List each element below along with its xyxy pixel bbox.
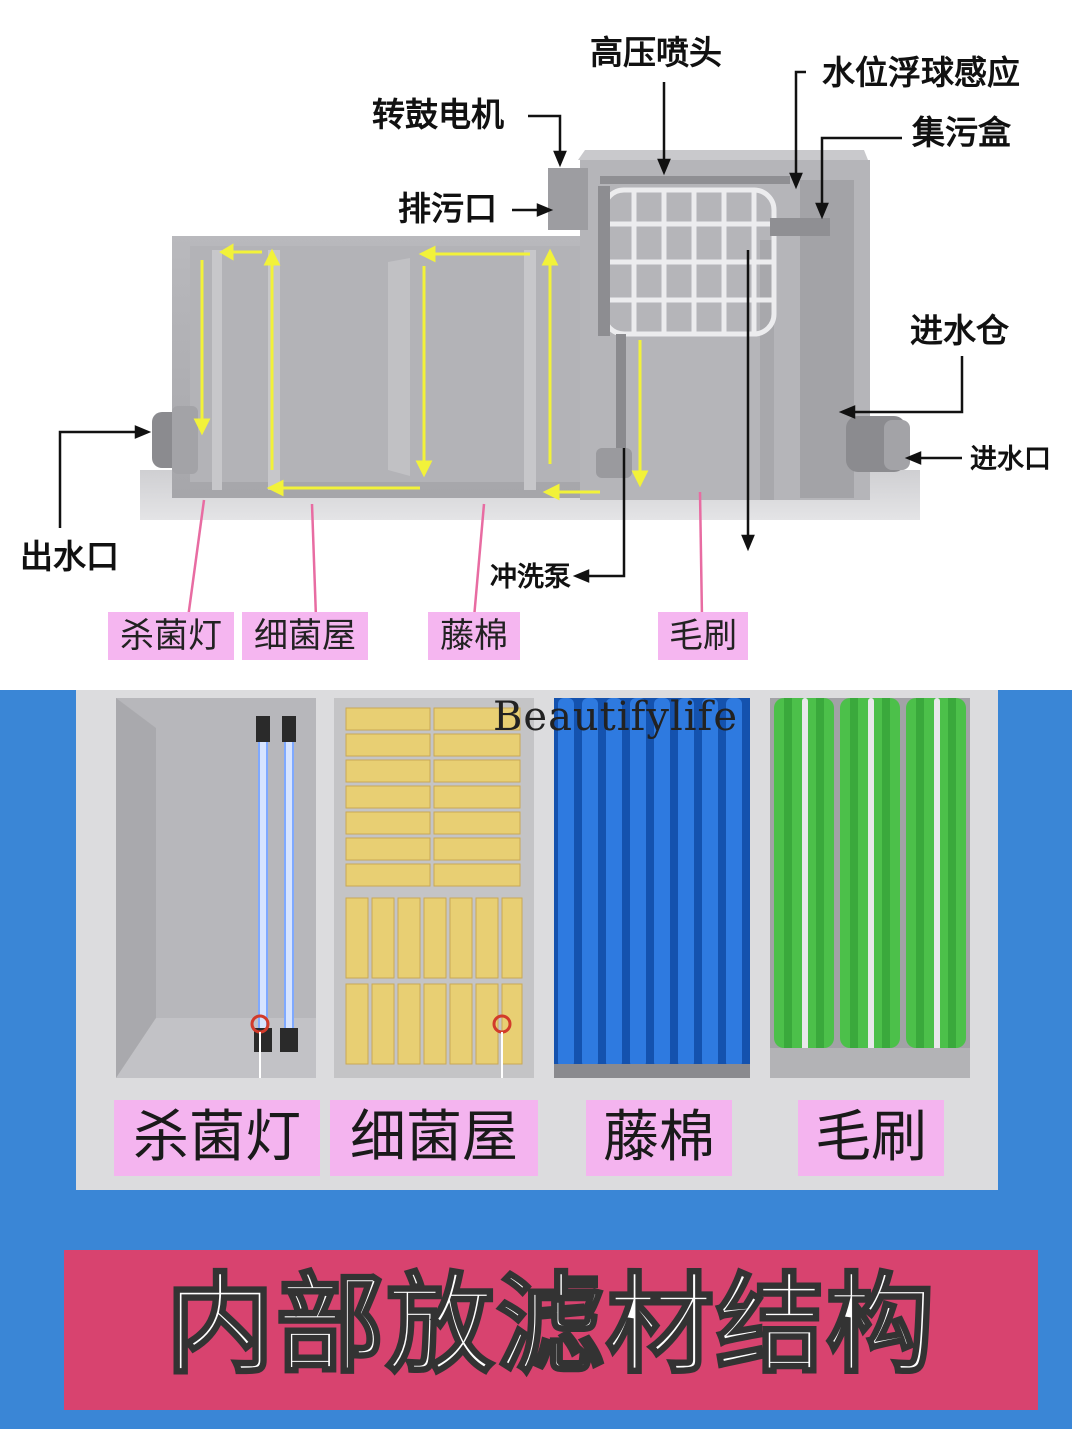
media-label-uv-lamp: 杀菌灯 [114,1100,320,1176]
rotating-drum [598,186,777,337]
label-high-pressure-nozzle: 高压喷头 [590,33,722,72]
brush-illustration [770,698,970,1078]
bacteria-house-compartment [334,698,534,1078]
label-water-outlet: 出水口 [20,537,119,576]
media-label-brush: 毛刷 [798,1100,944,1176]
banner-title: 内部放滤材结构 [164,1263,936,1388]
filter-diagram: 高压喷头 水位浮球感应 转鼓电机 集污盒 排污口 进水仓 进水口 出水口 冲洗泵… [0,0,1072,690]
sponge-compartment [554,698,750,1078]
label-sewage-outlet: 排污口 [398,189,497,228]
inlet-fitting [846,416,910,472]
uv-lamp-tube [254,716,272,1052]
label-water-level-float: 水位浮球感应 [822,53,1020,92]
brand-watermark: Beautifylife [493,694,739,740]
title-banner: 内部放滤材结构 [64,1250,1038,1410]
media-section: Beautifylife 杀菌灯 细菌屋 藤棉 毛刷 内部放滤材结构 [0,690,1072,1429]
label-dirt-box: 集污盒 [912,113,1011,152]
tag-brush: 毛刷 [658,612,748,660]
leader-lines [58,70,964,583]
sponge-illustration [554,698,750,1078]
partition [524,250,536,490]
partition [212,250,222,490]
label-water-inlet: 进水口 [970,444,1051,475]
uv-lamp-illustration [116,698,316,1078]
label-flush-pump: 冲洗泵 [490,562,571,593]
uv-lamp-compartment [116,698,316,1078]
outlet-fitting [152,406,198,474]
label-drum-motor: 转鼓电机 [372,95,504,134]
media-label-bacteria-house: 细菌屋 [330,1100,538,1176]
tag-uv-lamp: 杀菌灯 [108,612,234,660]
bio-block-illustration [334,698,534,1078]
brush-compartment [770,698,970,1078]
media-label-sponge: 藤棉 [586,1100,732,1176]
tag-bacteria-house: 细菌屋 [242,612,368,660]
compartment-leaders [186,491,704,619]
partition [268,250,280,490]
flow-arrows [193,243,649,501]
uv-lamp-tube [280,716,298,1052]
tag-sponge: 藤棉 [428,612,520,660]
filter-box-illustration [58,70,964,619]
label-inlet-chamber: 进水仓 [910,311,1009,350]
media-panel: Beautifylife 杀菌灯 细菌屋 藤棉 毛刷 [76,690,998,1190]
